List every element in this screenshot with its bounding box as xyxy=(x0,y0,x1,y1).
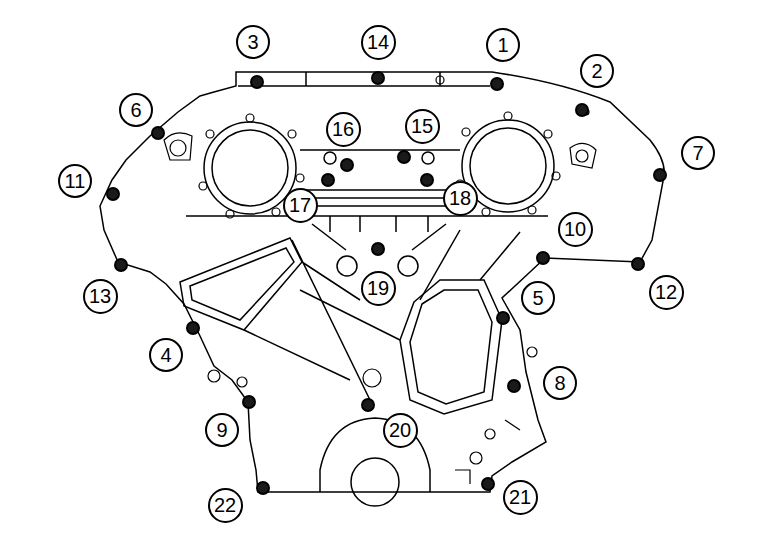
callout-number: 18 xyxy=(449,188,471,208)
callout-circle: 17 xyxy=(283,188,318,223)
callout-number: 10 xyxy=(564,219,586,239)
callout-number: 6 xyxy=(130,100,141,120)
cover-ribs xyxy=(186,150,548,250)
callout-circle: 21 xyxy=(503,480,538,515)
callout-number: 9 xyxy=(216,420,227,440)
callout-circle: 10 xyxy=(558,212,593,247)
callout-circle: 7 xyxy=(681,136,715,170)
callout-number: 13 xyxy=(89,286,111,306)
callout-circle: 15 xyxy=(405,109,440,144)
bolt-heads xyxy=(107,72,666,494)
callout-number: 4 xyxy=(160,345,171,365)
callout-circle: 3 xyxy=(236,25,270,59)
callout-number: 15 xyxy=(411,116,433,136)
callout-number: 20 xyxy=(389,420,411,440)
cover-boss xyxy=(422,152,434,164)
callout-number: 17 xyxy=(289,195,311,215)
callout-number: 2 xyxy=(591,61,602,81)
callout-circle: 11 xyxy=(58,164,92,198)
callout-circle: 6 xyxy=(119,93,153,127)
cover-window xyxy=(410,290,492,404)
callout-number: 22 xyxy=(214,495,236,515)
callout-number: 21 xyxy=(509,487,531,507)
callout-number: 3 xyxy=(247,32,258,52)
callout-circle: 5 xyxy=(521,281,555,315)
cam-opening xyxy=(212,130,288,206)
callout-circle: 13 xyxy=(83,279,118,314)
callout-circle: 18 xyxy=(443,181,478,216)
callout-circle: 14 xyxy=(361,25,396,60)
cover-boss xyxy=(337,256,357,276)
cover-window xyxy=(180,238,302,330)
cover-rail xyxy=(238,72,490,86)
callout-circle: 2 xyxy=(580,54,614,88)
callout-number: 14 xyxy=(367,32,389,52)
callout-number: 8 xyxy=(554,373,565,393)
cover-boss xyxy=(398,256,418,276)
cover-window xyxy=(400,280,502,414)
cam-opening xyxy=(204,122,296,214)
callout-circle: 9 xyxy=(205,413,239,447)
callout-number: 16 xyxy=(332,119,354,139)
callout-number: 11 xyxy=(65,171,86,191)
callout-number: 5 xyxy=(532,288,543,308)
callout-circle: 1 xyxy=(486,28,520,62)
cam-bolt-holes xyxy=(199,112,560,218)
callout-circle: 4 xyxy=(149,338,183,372)
callout-number: 12 xyxy=(655,282,677,302)
cover-window xyxy=(190,248,294,320)
cover-outline xyxy=(100,72,664,492)
callout-number: 19 xyxy=(367,278,389,298)
cover-details xyxy=(164,76,596,484)
cover-ribs xyxy=(244,230,520,400)
callout-number: 7 xyxy=(692,143,703,163)
callout-circle: 12 xyxy=(649,275,684,310)
cam-opening xyxy=(470,128,546,204)
cover-boss xyxy=(324,152,336,164)
callout-circle: 8 xyxy=(543,366,577,400)
callout-number: 1 xyxy=(497,35,508,55)
callout-circle: 16 xyxy=(326,112,361,147)
crank-opening xyxy=(351,458,399,506)
callout-circle: 20 xyxy=(383,413,418,448)
callout-circle: 19 xyxy=(361,271,396,306)
callout-circle: 22 xyxy=(208,488,243,523)
